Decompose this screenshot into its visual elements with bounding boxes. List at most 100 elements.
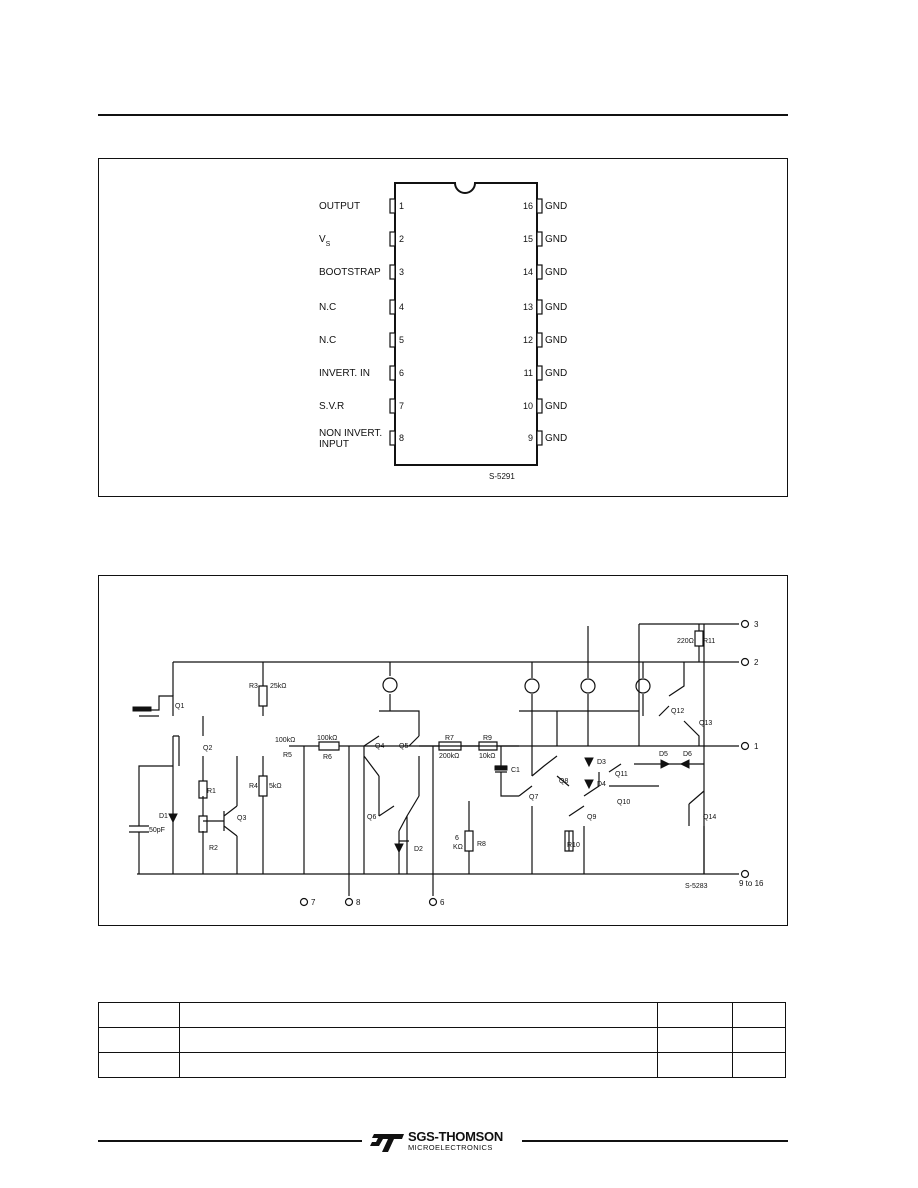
pin-10-number: 10 [523, 401, 533, 411]
label-d2: D2 [414, 846, 423, 853]
pin-1-label: OUTPUT [319, 201, 360, 212]
table-row [98, 1002, 786, 1028]
pin-14-number: 14 [523, 267, 533, 277]
pin-7: 7S.V.R [319, 398, 404, 414]
pin-1-lead [389, 198, 396, 214]
label-q14: Q14 [703, 814, 716, 821]
pin-5-lead [389, 332, 396, 348]
terminal-2 [740, 657, 750, 667]
label-q4: Q4 [375, 743, 384, 750]
schematic-ref: S-5283 [685, 883, 708, 890]
terminal-7 [299, 897, 309, 907]
label-r2: R2 [209, 845, 218, 852]
pin-10-lead [536, 398, 543, 414]
pin-16-number: 16 [523, 201, 533, 211]
pin-13-label: GND [545, 302, 567, 313]
q1-ground-tab [132, 706, 152, 712]
pin-6-lead [389, 365, 396, 381]
pin-1-number: 1 [399, 201, 404, 211]
pin-14: 14 GND [523, 264, 567, 280]
label-d3: D3 [597, 759, 606, 766]
terminal-1-label: 1 [754, 742, 759, 751]
pin-8-label-line2: INPUT [319, 439, 349, 450]
label-q6: Q6 [367, 814, 376, 821]
q14-output [688, 790, 705, 874]
pin-15-label: GND [545, 234, 567, 245]
label-q9: Q9 [587, 814, 596, 821]
footer-brand: SGS-THOMSON [408, 1129, 503, 1144]
schematic-figure: R11 220Ω Q12 Q13 R3 25kΩ Q1 Q2 R1 R2 D1 … [98, 575, 788, 926]
schematic-diagram: R11 220Ω Q12 Q13 R3 25kΩ Q1 Q2 R1 R2 D1 … [129, 619, 764, 907]
pin-14-label: GND [545, 267, 567, 278]
pin-2-number: 2 [399, 234, 404, 244]
r2-resistor [198, 815, 208, 833]
label-c1: C1 [511, 767, 520, 774]
cap-50pf [129, 765, 173, 874]
pin-8-label: NON INVERT. [319, 428, 382, 439]
pin-9-number: 9 [528, 433, 533, 443]
pin-14-lead [536, 264, 543, 280]
label-r7: R7 [445, 735, 454, 742]
current-source-1-circle [382, 677, 398, 693]
table-row [98, 1027, 786, 1053]
d6-diode [679, 759, 690, 769]
q5-q6-d2 [378, 735, 420, 874]
terminal-2-label: 2 [754, 658, 759, 667]
terminal-9-16 [740, 869, 750, 879]
terminal-6-label: 6 [440, 898, 445, 907]
terminal-7-label: 7 [311, 898, 316, 907]
q2-circuit [172, 716, 204, 874]
current-source-3-circle [580, 678, 596, 694]
pin-9-label: GND [545, 433, 567, 444]
d3-diode [584, 757, 594, 768]
pin-3: 3 BOOTSTRAP [319, 264, 404, 280]
pin-4-lead [389, 299, 396, 315]
pin-11-label: GND [545, 368, 567, 379]
label-r9: R9 [483, 735, 492, 742]
label-cap: 50pF [149, 827, 165, 834]
r3-resistor [258, 662, 268, 716]
d2-diode [394, 843, 404, 854]
r8-resistor [464, 801, 474, 874]
label-r6: R6 [323, 754, 332, 761]
pin-6-label: INVERT. IN [319, 368, 370, 379]
terminal-8 [344, 897, 354, 907]
label-r10: R10 [567, 842, 580, 849]
data-table [98, 1002, 786, 1078]
pin-1: 1 OUTPUT [319, 198, 404, 214]
pin-12-number: 12 [523, 335, 533, 345]
label-d5: D5 [659, 751, 668, 758]
pin-5-number: 5 [399, 335, 404, 345]
pin-3-number: 3 [399, 267, 404, 277]
q12-q13-r11 [658, 624, 704, 746]
d1-diode [168, 813, 178, 824]
q11-d5-d6 [608, 763, 704, 773]
pin-13: 13 GND [523, 299, 567, 315]
pin-13-lead [536, 299, 543, 315]
label-r4-val: 5kΩ [269, 783, 282, 790]
pin-3-lead [389, 264, 396, 280]
label-r3: R3 [249, 683, 258, 690]
q9-q10-r10 [564, 772, 659, 874]
pin-13-number: 13 [523, 302, 533, 312]
label-q2: Q2 [203, 745, 212, 752]
r4-resistor [258, 756, 268, 874]
r7-r9-chain [419, 741, 519, 896]
pin-3-label: BOOTSTRAP [319, 267, 381, 278]
pin-16-lead [536, 198, 543, 214]
supply-vertical-wires [172, 624, 705, 874]
terminal-1 [740, 741, 750, 751]
label-r7-val: 200kΩ [439, 753, 459, 760]
d5-diode [660, 759, 671, 769]
current-source-1 [379, 662, 420, 736]
d4-diode [584, 779, 594, 790]
ic-package-outline [394, 182, 538, 466]
pin-16-label: GND [545, 201, 567, 212]
r1-resistor [198, 780, 208, 799]
